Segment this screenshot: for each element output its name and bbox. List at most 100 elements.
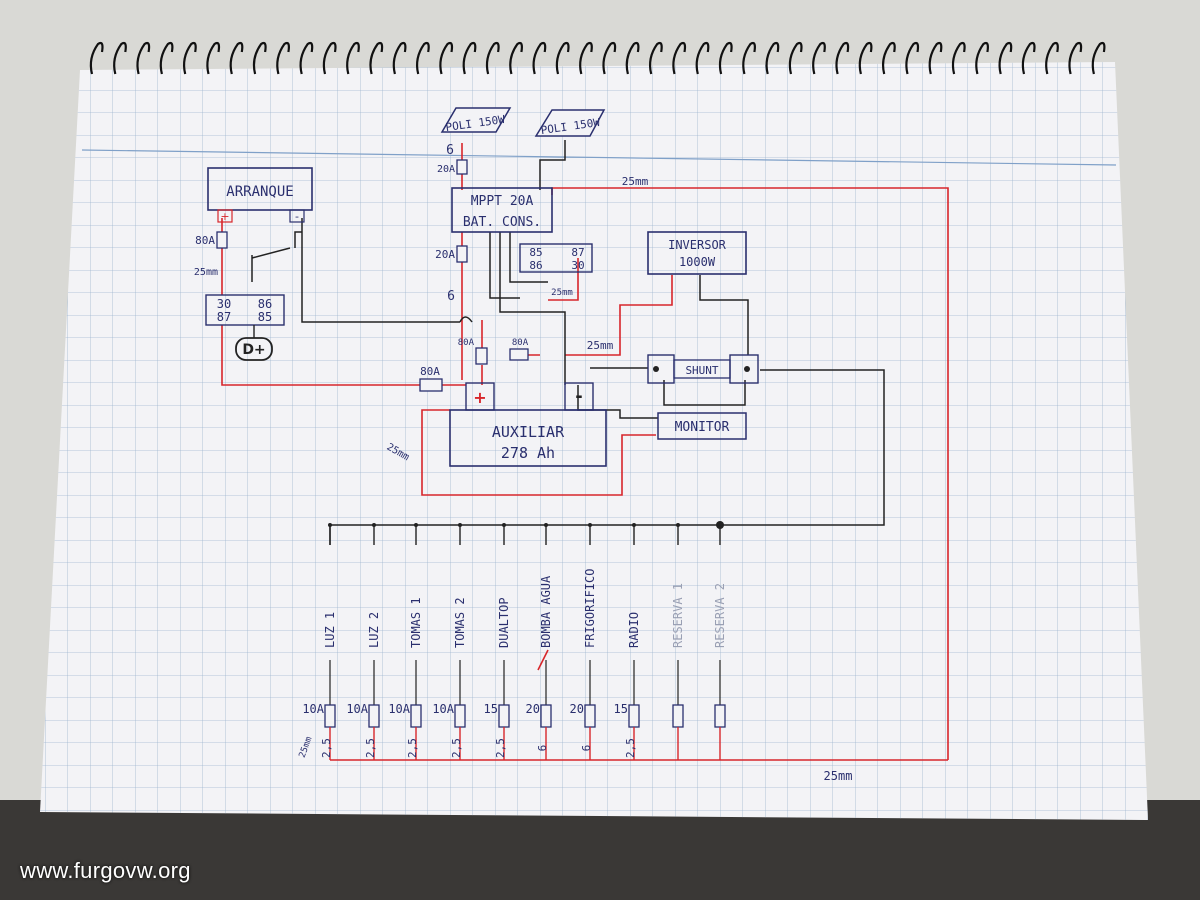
- svg-text:85: 85: [258, 310, 272, 324]
- spiral-ring: [1068, 41, 1083, 75]
- wire-section: 2,5: [450, 738, 463, 758]
- spiral-ring: [439, 41, 454, 75]
- battery-minus: -: [575, 386, 582, 407]
- svg-text:86: 86: [529, 259, 542, 272]
- bus-node: [328, 523, 332, 527]
- spiral-ring: [113, 41, 127, 75]
- dplus-terminal: D+: [235, 325, 273, 361]
- spiral-ring: [229, 41, 244, 75]
- spiral-ring: [485, 41, 500, 75]
- spiral-ring: [462, 41, 477, 75]
- fuse-holder: [628, 704, 640, 728]
- wire-section: 6: [580, 745, 593, 752]
- auxiliar-label-1: AUXILIAR: [492, 423, 565, 441]
- spiral-ring: [509, 41, 523, 75]
- bus-node: [502, 523, 506, 527]
- fuse-rating: 20: [526, 702, 540, 716]
- circuit-10: RESERVA 2: [713, 521, 727, 760]
- shunt-label: SHUNT: [685, 364, 718, 377]
- label-80a-b: 80A: [512, 338, 529, 348]
- fuse-holder: [498, 704, 510, 728]
- label-25-start: 25mm: [194, 267, 218, 278]
- label-6-mid: 6: [447, 289, 455, 304]
- circuit-name: FRIGORIFICO: [583, 569, 597, 648]
- bus-node: [414, 523, 418, 527]
- spiral-ring: [276, 41, 290, 75]
- solar-panel-1: POLI 150W: [440, 107, 512, 134]
- spiral-ring: [136, 41, 151, 75]
- fuse-rating: 20: [570, 702, 584, 716]
- bus-node: [716, 521, 724, 529]
- spiral-ring: [975, 41, 989, 75]
- bus-node: [372, 523, 376, 527]
- circuit-5: DUALTOP 15 2,5: [484, 523, 511, 760]
- wire-section: 2,5: [364, 738, 377, 758]
- spiral-ring: [159, 41, 174, 75]
- spiral-ring: [695, 41, 710, 75]
- wire-section: 2,5: [494, 738, 507, 758]
- spiral-ring: [579, 41, 593, 75]
- circuit-name: RESERVA 2: [713, 583, 727, 648]
- fuse-holder: [410, 704, 422, 728]
- spiral-ring: [1045, 41, 1059, 75]
- label-25-top: 25mm: [622, 175, 649, 188]
- bus-node: [676, 523, 680, 527]
- spiral-ring: [881, 41, 896, 75]
- margin-line: [81, 149, 1117, 166]
- spiral-ring: [672, 41, 687, 75]
- label-25-inv: 25mm: [587, 339, 614, 352]
- circuit-name: LUZ 2: [367, 612, 381, 648]
- svg-text:30: 30: [217, 297, 231, 311]
- fuse-holder: [584, 704, 596, 728]
- spiral-ring: [812, 41, 826, 75]
- wire-section: 6: [536, 745, 549, 752]
- circuit-name: DUALTOP: [497, 597, 511, 648]
- fuse-rating: 15: [484, 702, 498, 716]
- inversor-label-1: INVERSOR: [668, 238, 727, 252]
- monitor-box: MONITOR: [657, 412, 747, 440]
- grid-paper: [40, 62, 1148, 820]
- spiral-ring: [951, 41, 966, 75]
- spiral-ring: [625, 41, 640, 75]
- spiral-ring: [392, 41, 407, 75]
- fuse-holder: [454, 704, 466, 728]
- wire-section: 2,5: [624, 738, 637, 758]
- circuit-name: RADIO: [627, 612, 641, 648]
- circuit-name: RESERVA 1: [671, 583, 685, 648]
- fuse-rating: 10A: [432, 702, 454, 716]
- spiral-ring: [322, 41, 337, 75]
- bus-node: [632, 523, 636, 527]
- spiral-ring: [346, 41, 360, 75]
- bus-node: [544, 523, 548, 527]
- auxiliar-battery: + - AUXILIAR 278 Ah: [449, 382, 607, 467]
- solar-panel-2: POLI 150W: [534, 109, 606, 137]
- svg-text:87: 87: [217, 310, 231, 324]
- spiral-ring: [765, 41, 780, 75]
- spiral-ring: [835, 41, 850, 75]
- spiral-ring: [602, 41, 617, 75]
- spiral-ring: [718, 41, 733, 75]
- circuit-name: TOMAS 1: [409, 597, 423, 648]
- arranque-box: ARRANQUE + -: [207, 167, 313, 223]
- svg-text:85: 85: [529, 246, 542, 259]
- fuse-rating: 15: [614, 702, 628, 716]
- fuse-holder: [540, 704, 552, 728]
- wire-section: 2,5: [406, 738, 419, 758]
- svg-text:87: 87: [571, 246, 584, 259]
- svg-text:86: 86: [258, 297, 272, 311]
- spiral-ring: [206, 41, 221, 75]
- fuse-rating: 10A: [302, 702, 324, 716]
- site-watermark: www.furgovw.org: [20, 858, 191, 883]
- inversor-label-2: 1000W: [679, 255, 716, 269]
- bus-node: [458, 523, 462, 527]
- spiral-ring: [648, 41, 663, 75]
- svg-text:+: +: [220, 210, 229, 223]
- inversor-box: INVERSOR 1000W: [647, 231, 747, 275]
- battery-plus: +: [473, 388, 486, 407]
- fuse-holder: [714, 704, 726, 728]
- relay-main-box: 30 86 87 85: [205, 294, 285, 326]
- spiral-ring: [928, 41, 943, 75]
